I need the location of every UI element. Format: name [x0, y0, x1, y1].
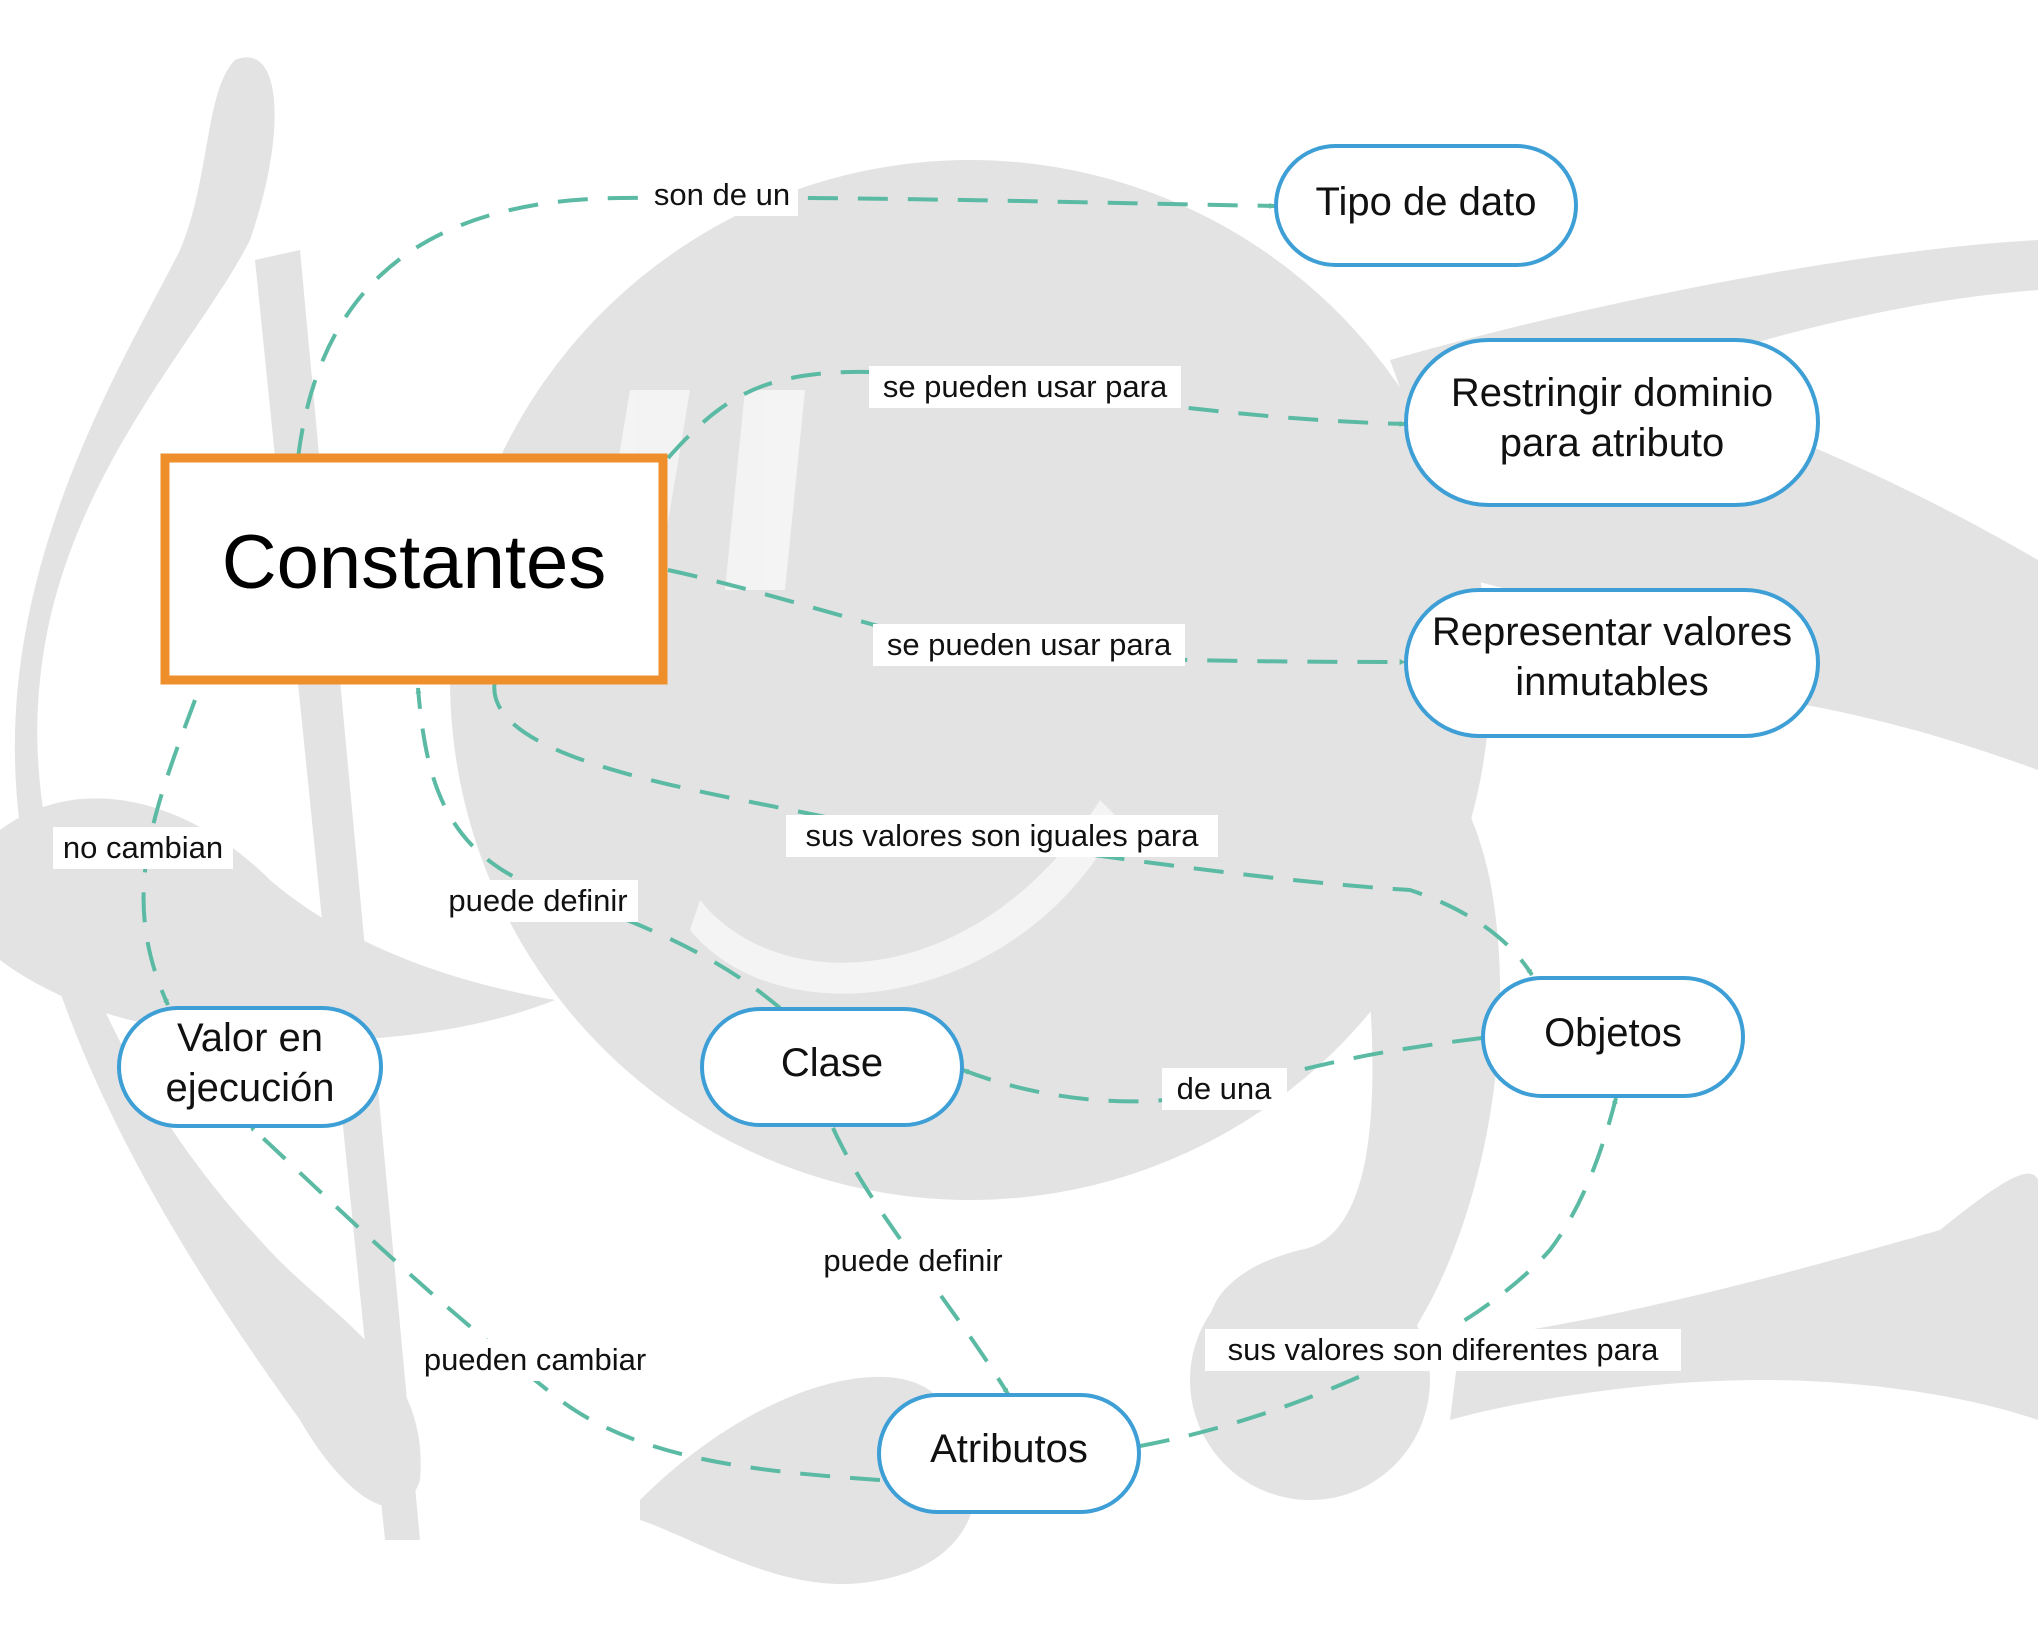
node-constantes-label: Constantes: [222, 520, 606, 605]
label-son-de-un-text: son de un: [654, 177, 790, 212]
node-valor-en-ejecucion-line1: Valor en: [177, 1016, 323, 1060]
node-restringir-dominio-line1: Restringir dominio: [1451, 371, 1773, 415]
label-usar-restringir-text: se pueden usar para: [883, 369, 1168, 404]
node-valor-en-ejecucion-line2: ejecución: [165, 1066, 334, 1110]
node-objetos[interactable]: Objetos: [1481, 976, 1745, 1098]
label-pueden-cambiar: pueden cambiar: [413, 1339, 657, 1381]
label-de-una-text: de una: [1177, 1071, 1273, 1106]
label-iguales-para-text: sus valores son iguales para: [806, 818, 1200, 853]
nodes: Constantes Tipo de dato Restringir domin…: [117, 144, 1820, 1514]
node-clase-label: Clase: [781, 1041, 883, 1085]
label-puede-definir-constantes: puede definir: [438, 880, 638, 922]
node-tipo-de-dato[interactable]: Tipo de dato: [1274, 144, 1578, 267]
node-objetos-label: Objetos: [1544, 1011, 1682, 1055]
node-representar-valores-line2: inmutables: [1515, 660, 1708, 704]
label-pueden-cambiar-text: pueden cambiar: [424, 1342, 646, 1377]
node-constantes[interactable]: Constantes: [160, 453, 668, 685]
edge-labels: son de un se pueden usar para se pueden …: [53, 174, 1681, 1381]
node-clase[interactable]: Clase: [700, 1007, 964, 1127]
label-usar-representar-text: se pueden usar para: [887, 627, 1172, 662]
node-atributos-label: Atributos: [930, 1427, 1088, 1471]
label-usar-representar: se pueden usar para: [873, 624, 1185, 666]
label-iguales-para: sus valores son iguales para: [786, 815, 1218, 857]
label-no-cambian-text: no cambian: [63, 830, 223, 865]
label-diferentes-para-text: sus valores son diferentes para: [1228, 1332, 1660, 1367]
node-valor-en-ejecucion[interactable]: Valor en ejecución: [117, 1006, 383, 1128]
node-representar-valores-line1: Representar valores: [1432, 610, 1792, 654]
node-restringir-dominio-line2: para atributo: [1500, 421, 1725, 465]
edge-son-de-un: [296, 195, 1276, 459]
label-de-una: de una: [1162, 1068, 1287, 1110]
node-restringir-dominio[interactable]: Restringir dominio para atributo: [1404, 338, 1820, 507]
label-no-cambian: no cambian: [53, 827, 233, 869]
edge-de-una: [962, 1036, 1483, 1104]
label-diferentes-para: sus valores son diferentes para: [1205, 1329, 1681, 1371]
label-puede-definir-constantes-text: puede definir: [448, 883, 627, 918]
node-tipo-de-dato-label: Tipo de dato: [1316, 180, 1537, 224]
node-representar-valores[interactable]: Representar valores inmutables: [1404, 588, 1820, 738]
label-puede-definir-atributos-text: puede definir: [823, 1243, 1002, 1278]
edge-diferentes-para: [1139, 1097, 1618, 1448]
label-usar-restringir: se pueden usar para: [869, 366, 1181, 408]
node-atributos[interactable]: Atributos: [877, 1393, 1141, 1514]
label-puede-definir-atributos: puede definir: [813, 1240, 1013, 1282]
label-son-de-un: son de un: [643, 174, 798, 216]
edge-pueden-cambiar: [248, 1124, 881, 1482]
